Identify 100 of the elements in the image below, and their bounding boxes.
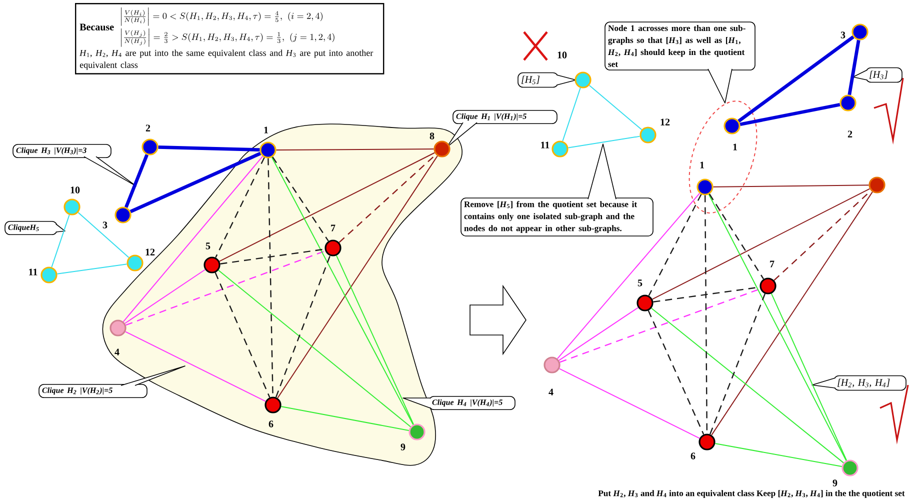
graph-edge <box>218 270 412 428</box>
graph-edge <box>124 331 266 402</box>
graph-edge <box>712 184 870 188</box>
graph-edge <box>126 250 326 326</box>
vertex-number: 8 <box>430 132 434 140</box>
graph-edge <box>130 152 262 214</box>
graph-edge <box>848 40 860 96</box>
graph-edge <box>568 136 640 148</box>
vertex-number: 6 <box>268 420 274 428</box>
graph-vertex <box>840 94 856 112</box>
vertex-number: 2 <box>146 124 150 132</box>
graph-edge <box>271 156 414 426</box>
vertex-number: 12 <box>660 118 670 126</box>
caption-text: Put H$_{2}$, H$_{3}$ and H$_{4}$ into an equivalent class Keep [H$_{2}$, H$_{3}$, H$_{4}$] in the the quotient set <box>598 490 905 498</box>
graph-edge <box>124 154 149 208</box>
graph-edge <box>714 443 842 468</box>
graph-edge <box>51 214 70 268</box>
vertex-number: 12 <box>146 248 155 256</box>
graph-edge <box>158 146 260 152</box>
graph-edge <box>78 212 130 258</box>
graph-edge <box>650 308 844 464</box>
graph-vertex <box>142 138 158 156</box>
graph-edge <box>220 248 325 264</box>
callout-bubble: Clique H$_{4}$ |V(H$_{4}$)|=5 <box>402 396 516 410</box>
graph-edge <box>275 256 331 398</box>
vertex-number: 7 <box>770 260 774 268</box>
graph-edge <box>708 194 764 280</box>
graph-edge <box>740 102 840 126</box>
graph-edge <box>338 154 436 243</box>
graph-edge <box>218 152 436 262</box>
graph-edge <box>122 156 264 322</box>
vertex-number: 1 <box>733 144 737 150</box>
graph-vertex <box>204 256 220 274</box>
graph-edge <box>276 148 434 150</box>
vertex-number: 3 <box>102 222 108 228</box>
graph-vertex <box>264 396 282 414</box>
graph-edge <box>708 194 847 462</box>
graph-vertex <box>636 294 654 312</box>
vertex-number: 1 <box>700 162 704 168</box>
graph-vertex <box>724 118 740 134</box>
graph-vertex <box>868 176 886 194</box>
graph-vertex <box>260 142 276 158</box>
graph-edge <box>711 191 873 436</box>
vertex-number: 5 <box>206 242 210 250</box>
callout-bubble: Clique H$_{2}$ |V(H$_{2}$)|=5 <box>38 366 186 398</box>
graph-vertex <box>324 240 342 256</box>
vertex-number: 5 <box>638 280 642 286</box>
graph-vertex <box>842 460 858 476</box>
graph-vertex <box>574 72 592 88</box>
graph-vertex <box>696 178 714 196</box>
graph-edge <box>588 84 642 130</box>
vertex-number: 10 <box>70 186 80 194</box>
graph-edge <box>738 36 854 122</box>
graph-vertex <box>640 126 656 144</box>
graph-edge <box>709 294 766 434</box>
graph-edge <box>277 155 438 399</box>
vertex-number: 6 <box>690 452 696 460</box>
callout-bubble: [H$_{2}$, H$_{3}$, H$_{4}$] <box>812 375 906 391</box>
graph-vertex <box>552 140 568 158</box>
vertex-number: 2 <box>848 130 852 138</box>
graph-edge <box>648 310 704 435</box>
callout-bubble: CliqueH$_{5}$ <box>4 220 66 236</box>
graph-edge <box>56 264 128 274</box>
callout-bubble: [H$_{3}$] <box>852 67 902 83</box>
callout-bubble: [H$_{5}$] <box>518 72 576 88</box>
vertex-number: 3 <box>840 32 846 38</box>
vertex-number: 11 <box>29 268 38 276</box>
graph-edge <box>556 192 700 360</box>
graph-edge <box>558 307 639 361</box>
graph-edge <box>652 188 870 300</box>
graph-vertex <box>126 254 144 272</box>
graph-edge <box>124 269 206 324</box>
vertex-number: 4 <box>114 348 120 356</box>
graph-vertex <box>760 278 776 294</box>
graph-vertex <box>114 206 132 224</box>
graph-vertex <box>852 24 868 40</box>
vertex-number: 9 <box>832 480 838 486</box>
graph-edge <box>280 406 410 431</box>
graph-vertex <box>40 266 58 284</box>
graph-edge <box>770 293 848 461</box>
graph-edge <box>560 288 760 363</box>
graph-edge <box>336 255 414 425</box>
graph-edge <box>214 272 270 398</box>
graph-vertex <box>698 434 716 450</box>
graph-vertex <box>544 356 560 374</box>
graph-edge <box>558 368 700 439</box>
graph-edge <box>562 87 581 142</box>
vertex-number: 4 <box>548 388 554 396</box>
vertex-number: 11 <box>541 142 550 148</box>
vertex-number: 10 <box>558 52 567 58</box>
graph-vertex <box>110 320 126 336</box>
graph-vertex <box>434 140 450 158</box>
vertex-number: 9 <box>400 444 406 450</box>
graph-edge <box>272 156 329 242</box>
graph-vertex <box>64 198 80 216</box>
graph-edge <box>215 157 265 258</box>
callout-bubble: Node 1 acrosses more than one sub-graphs so that [H$_{3}$] as well as [H$_{1}$, H$_{2}$, H$_{4}$] should keep in the quotient set <box>604 22 756 104</box>
vertex-number: 1 <box>264 126 268 134</box>
text-box: Because $\left|\frac{V(H_i)}{N(H_i)}\right| = 0 < S(H_1,H_2,H_3,H_4,\tau) = \frac{4}{5},\ (i=2,4)$ $\left|\frac{V(H_j)}{N(H_j)}\right| = \frac{2}{3} > S(H_1,H_2,H_3,H_4,\tau) = \frac{1}{3},\ (j=1,2,4)$ H$_{1}$, H$_{2}$, H$_{4}$ are put into the same equivalent class and H$_{3}$ are put into another equivalent class <box>75 3 384 74</box>
node-label: Clique H$_{3}$ |V(H$_{3}$)|=3 <box>16 147 86 155</box>
